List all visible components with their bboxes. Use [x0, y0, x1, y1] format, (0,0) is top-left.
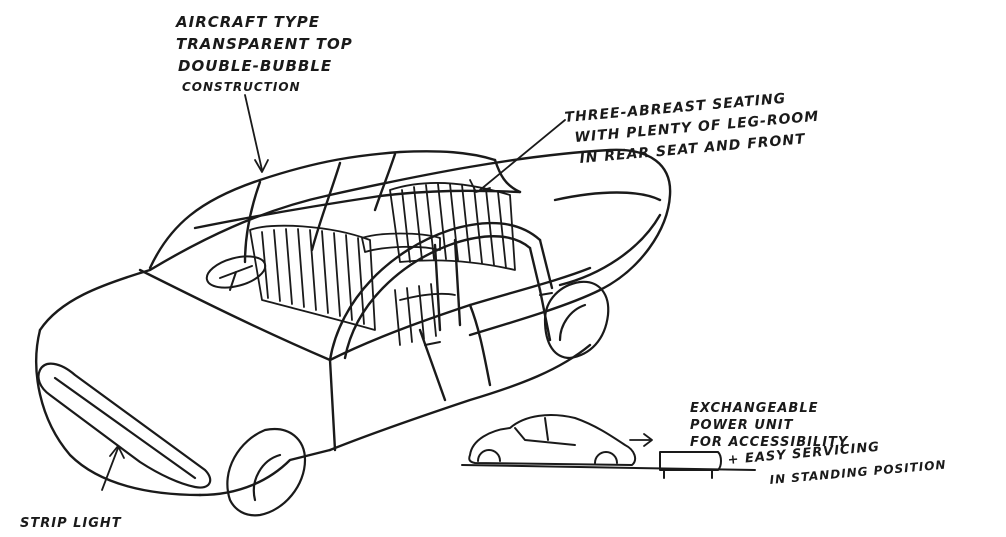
svg-text:TRANSPARENT TOP: TRANSPARENT TOP: [176, 35, 353, 53]
annotation-canopy: AIRCRAFT TYPE TRANSPARENT TOP DOUBLE-BUB…: [175, 13, 353, 94]
door-handles: [425, 293, 552, 345]
strip-light: [38, 364, 210, 488]
annotation-seating: THREE-ABREAST SEATING WITH PLENTY OF LEG…: [564, 91, 820, 167]
svg-text:STRIP LIGHT: STRIP LIGHT: [20, 516, 122, 531]
power-unit-block: [660, 452, 721, 478]
svg-text:POWER UNIT: POWER UNIT: [690, 418, 794, 433]
svg-text:EXCHANGEABLE: EXCHANGEABLE: [690, 401, 819, 416]
car-wheels: [227, 282, 608, 516]
svg-text:AIRCRAFT TYPE: AIRCRAFT TYPE: [175, 13, 320, 31]
svg-text:DOUBLE-BUBBLE: DOUBLE-BUBBLE: [178, 57, 332, 75]
steering-wheel-icon: [203, 251, 268, 294]
annotation-strip-light: STRIP LIGHT: [20, 516, 122, 531]
svg-text:CONSTRUCTION: CONSTRUCTION: [182, 80, 301, 94]
annotation-power-unit: EXCHANGEABLE POWER UNIT FOR ACCESSIBILIT…: [690, 401, 947, 487]
car-body: [36, 150, 670, 495]
